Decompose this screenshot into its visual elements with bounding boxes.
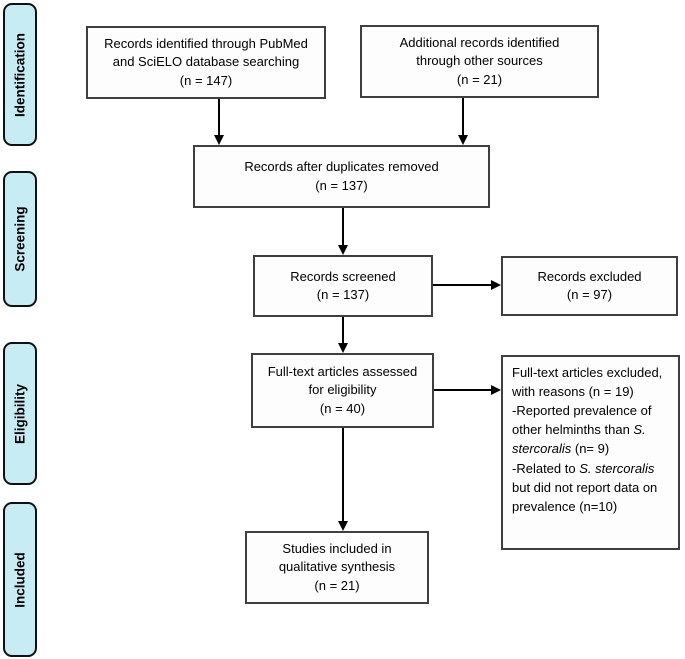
box-fulltext-assessed-text: Full-text articles assessed for eligibil… (267, 363, 418, 416)
arrow-additional-to-duplicates (462, 98, 464, 135)
box-records-identified: Records identified through PubMed and Sc… (86, 26, 326, 99)
box-studies-included-text: Studies included in qualitative synthesi… (278, 540, 396, 593)
stage-identification: Identification (3, 3, 37, 146)
stage-included: Included (3, 502, 37, 657)
arrow-screened-to-excluded (433, 284, 491, 286)
stage-identification-label: Identification (12, 32, 28, 117)
box-records-excluded-text: Records excluded (n = 97) (537, 268, 642, 302)
arrow-assessed-to-included (342, 428, 344, 521)
stage-included-label: Included (12, 551, 28, 608)
arrow-identified-to-duplicates (218, 99, 220, 135)
arrow-assessed-to-fulltext-excluded (434, 389, 491, 391)
box-duplicates-removed-text: Records after duplicates removed (n = 13… (244, 159, 439, 193)
stage-screening-label: Screening (12, 206, 28, 272)
box-records-screened-text: Records screened (n = 137) (290, 268, 396, 302)
box-additional-records: Additional records identified through ot… (360, 25, 599, 98)
box-records-excluded: Records excluded (n = 97) (501, 256, 678, 316)
box-records-identified-text: Records identified through PubMed and Sc… (104, 35, 308, 88)
box-additional-records-text: Additional records identified through ot… (399, 34, 560, 87)
arrow-screened-to-assessed (342, 317, 344, 343)
box-fulltext-excluded: Full-text articles excluded, with reason… (501, 355, 680, 550)
stage-eligibility-label: Eligibility (12, 383, 28, 444)
box-fulltext-assessed: Full-text articles assessed for eligibil… (251, 353, 434, 428)
box-fulltext-excluded-text: Full-text articles excluded, with reason… (512, 365, 663, 514)
arrow-duplicates-to-screened (342, 208, 344, 245)
stage-screening: Screening (3, 171, 37, 307)
box-duplicates-removed: Records after duplicates removed (n = 13… (193, 145, 490, 208)
box-records-screened: Records screened (n = 137) (253, 255, 433, 317)
stage-eligibility: Eligibility (3, 342, 37, 485)
box-studies-included: Studies included in qualitative synthesi… (245, 531, 429, 604)
